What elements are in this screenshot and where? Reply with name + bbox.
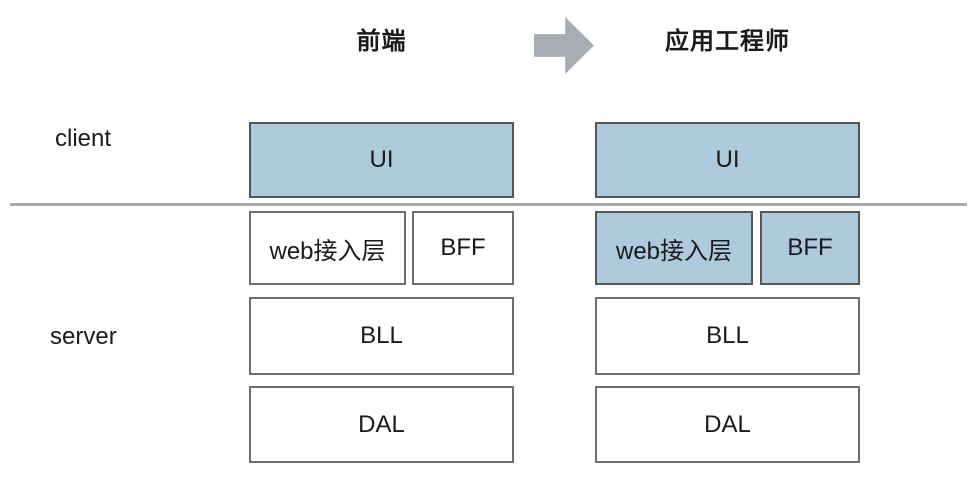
frontend-bff-box: BFF bbox=[412, 211, 514, 285]
column-title-frontend: 前端 bbox=[356, 28, 407, 55]
frontend-ui-box: UI bbox=[249, 122, 514, 198]
app-engineer-bff-box: BFF bbox=[760, 211, 860, 285]
server-label: server bbox=[50, 323, 117, 350]
frontend-web-access-layer-box: web接入层 bbox=[249, 211, 406, 285]
app-engineer-web-access-layer-box: web接入层 bbox=[595, 211, 753, 285]
right-arrow-icon bbox=[534, 17, 594, 74]
column-title-application-engineer: 应用工程师 bbox=[665, 28, 790, 55]
frontend-bll-box: BLL bbox=[249, 297, 514, 375]
client-server-divider bbox=[10, 203, 967, 206]
client-label: client bbox=[55, 125, 112, 152]
frontend-dal-box: DAL bbox=[249, 386, 514, 463]
app-engineer-ui-box: UI bbox=[595, 122, 860, 198]
app-engineer-bll-box: BLL bbox=[595, 297, 860, 375]
app-engineer-dal-box: DAL bbox=[595, 386, 860, 463]
